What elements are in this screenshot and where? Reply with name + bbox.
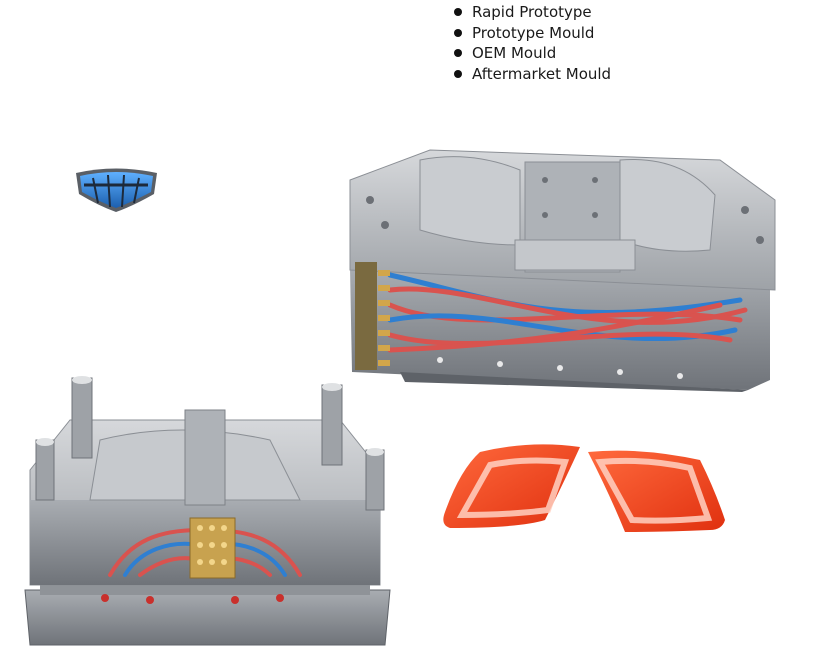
tail-lamp-lenses	[443, 444, 725, 532]
car-emblem-icon	[76, 168, 157, 212]
bullet-icon	[454, 28, 462, 37]
mould-bottom-left	[24, 376, 391, 646]
feature-item: Rapid Prototype	[454, 2, 611, 23]
feature-item: Aftermarket Mould	[454, 64, 611, 85]
feature-item: Prototype Mould	[454, 23, 611, 44]
bullet-icon	[454, 8, 462, 16]
bullet-icon	[454, 69, 462, 78]
feature-item: OEM Mould	[454, 43, 611, 64]
bullet-icon	[454, 49, 462, 57]
feature-list: Rapid Prototype Prototype Mould OEM Moul…	[454, 2, 611, 84]
large-mould-top-right	[349, 149, 776, 392]
